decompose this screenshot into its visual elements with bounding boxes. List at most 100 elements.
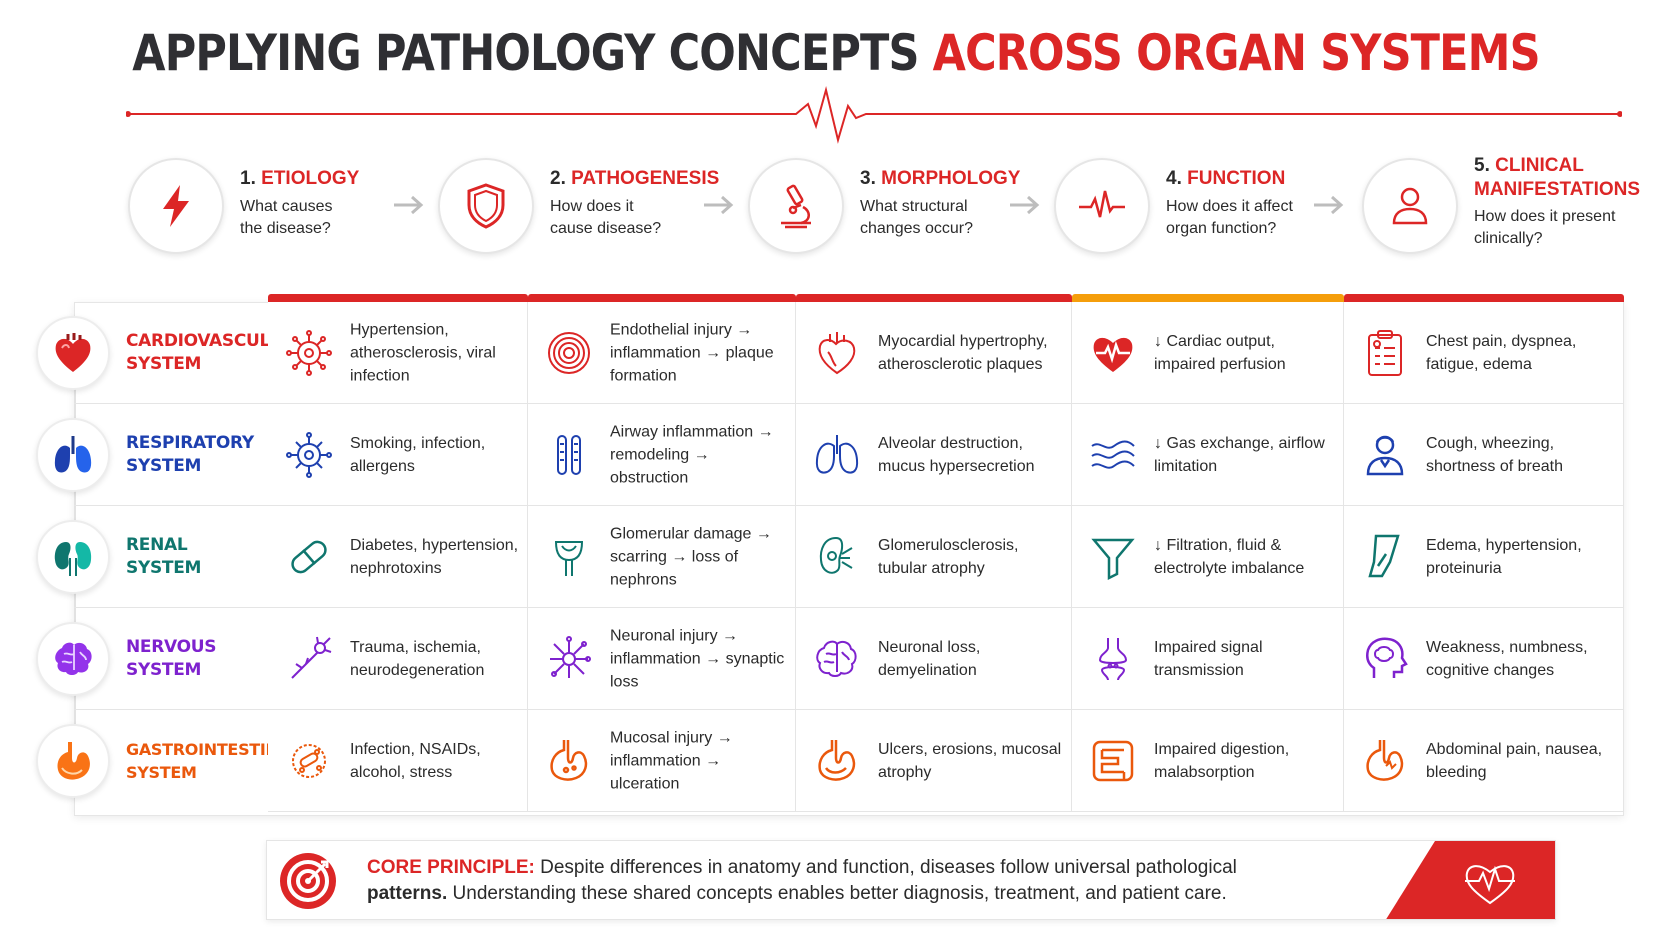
system-label: SYSTEM <box>126 557 202 578</box>
lungs-icon <box>36 417 110 492</box>
column-bar-pathogenesis <box>528 294 796 302</box>
cell-text: ↓ Cardiac output, impaired perfusion <box>1154 332 1286 373</box>
step-description: What structural changes occur? <box>860 198 973 237</box>
cell-text: Trauma, ischemia, neurodegeneration <box>350 638 485 679</box>
cell-etiology: Infection, NSAIDs, alcohol, stress <box>268 710 528 812</box>
bacteria-icon <box>284 736 334 786</box>
cell-pathogenesis: Endothelial injury → inflammation → plaq… <box>528 302 796 404</box>
heart-icon <box>36 315 110 390</box>
person-icon <box>1360 430 1410 480</box>
cell-morphology: Glomerulosclerosis, tubular atrophy <box>796 506 1072 608</box>
system-label: SYSTEM <box>126 455 202 476</box>
system-label: SYSTEM <box>126 353 202 374</box>
funnel-icon <box>1088 532 1138 582</box>
core-principle-box: CORE PRINCIPLE: Despite differences in a… <box>266 840 1556 920</box>
cell-clinical: Chest pain, dyspnea, fatigue, edema <box>1344 302 1624 404</box>
brain-icon <box>36 621 110 696</box>
cell-function: Impaired signal transmission <box>1072 608 1344 710</box>
kidney-outline-icon <box>812 532 862 582</box>
arrow-right-icon <box>1010 195 1040 215</box>
cell-etiology: Hypertension, atherosclerosis, viral inf… <box>268 302 528 404</box>
cell-function: Impaired digestion, malabsorption <box>1072 710 1344 812</box>
airway-icon <box>544 430 594 480</box>
cell-morphology: Ulcers, erosions, mucosal atrophy <box>796 710 1072 812</box>
cell-text: Abdominal pain, nausea, bleeding <box>1426 740 1603 781</box>
title-accent: ACROSS ORGAN SYSTEMS <box>932 24 1541 82</box>
arrow-right-icon <box>1314 195 1344 215</box>
cell-text: Ulcers, erosions, mucosal atrophy <box>878 740 1062 781</box>
cell-etiology: Diabetes, hypertension, nephrotoxins <box>268 506 528 608</box>
step-number: 4. <box>1166 168 1182 189</box>
cell-text: Hypertension, atherosclerosis, viral inf… <box>350 321 496 384</box>
cell-function: ↓ Gas exchange, airflow limitation <box>1072 404 1344 506</box>
core-text-2: Understanding these shared concepts enab… <box>447 883 1227 904</box>
step-number: 2. <box>550 168 566 189</box>
core-text-1: Despite differences in anatomy and funct… <box>534 857 1237 878</box>
step-number: 5. <box>1474 155 1490 176</box>
cell-morphology: Neuronal loss, demyelination <box>796 608 1072 710</box>
cell-etiology: Trauma, ischemia, neurodegeneration <box>268 608 528 710</box>
steps-row: 1. ETIOLOGY What causes the disease? 2. … <box>0 150 1672 270</box>
virus-icon <box>284 430 334 480</box>
brain-outline-icon <box>812 634 862 684</box>
cell-text: Impaired signal transmission <box>1154 638 1263 679</box>
arrow-right-icon <box>704 195 734 215</box>
stomach-pain-icon <box>1360 736 1410 786</box>
system-name: RESPIRATORY <box>126 432 254 453</box>
vessel-cross-section-icon <box>544 328 594 378</box>
cell-text: Mucosal injury → inflammation → ulcerati… <box>610 729 733 792</box>
stomach-outline-icon <box>812 736 862 786</box>
cell-text: Alveolar destruction, mucus hypersecreti… <box>878 434 1035 475</box>
stomach-icon <box>36 724 110 798</box>
step-number: 3. <box>860 168 876 189</box>
target-icon <box>280 853 336 909</box>
cell-text: Neuronal loss, demyelination <box>878 638 981 679</box>
cell-clinical: Abdominal pain, nausea, bleeding <box>1344 710 1624 812</box>
cell-text: Chest pain, dyspnea, fatigue, edema <box>1426 332 1577 373</box>
step-title: CLINICAL MANIFESTATIONS <box>1474 155 1641 200</box>
shield-icon <box>438 158 534 254</box>
system-label: SYSTEM <box>126 659 202 680</box>
column-bar-function <box>1072 294 1344 302</box>
airflow-icon <box>1088 430 1138 480</box>
step-description: What causes the disease? <box>240 198 333 237</box>
head-brain-icon <box>1360 634 1410 684</box>
system-name: NERVOUS <box>126 636 217 657</box>
cell-text: Glomerular damage → scarring → loss of n… <box>610 525 772 588</box>
cell-clinical: Edema, hypertension, proteinuria <box>1344 506 1624 608</box>
system-label: SYSTEM <box>126 763 197 782</box>
heart-pulse-icon <box>1088 328 1138 378</box>
cell-text: ↓ Filtration, fluid & electrolyte imbala… <box>1154 536 1305 577</box>
cell-text: Edema, hypertension, proteinuria <box>1426 536 1582 577</box>
cell-text: Glomerulosclerosis, tubular atrophy <box>878 536 1019 577</box>
clipboard-icon <box>1360 328 1410 378</box>
cell-pathogenesis: Mucosal injury → inflammation → ulcerati… <box>528 710 796 812</box>
step-title: ETIOLOGY <box>261 168 360 189</box>
cell-text: Infection, NSAIDs, alcohol, stress <box>350 740 481 781</box>
heart-pulse-banner-icon <box>1386 841 1555 919</box>
virus-icon <box>284 328 334 378</box>
neuron-icon <box>544 634 594 684</box>
cell-text: Myocardial hypertrophy, atherosclerotic … <box>878 332 1048 373</box>
system-name: CARDIOVASCULAR <box>126 330 296 351</box>
arrow-right-icon <box>394 195 424 215</box>
column-bar-morphology <box>796 294 1072 302</box>
cell-text: Airway inflammation → remodeling → obstr… <box>610 423 774 486</box>
cell-clinical: Weakness, numbness, cognitive changes <box>1344 608 1624 710</box>
cell-text: Smoking, infection, allergens <box>350 434 486 475</box>
synapse-icon <box>1088 634 1138 684</box>
step-number: 1. <box>240 168 256 189</box>
cell-text: Diabetes, hypertension, nephrotoxins <box>350 536 519 577</box>
lungs-outline-icon <box>812 430 862 480</box>
step-description: How does it cause disease? <box>550 198 662 237</box>
patient-icon <box>1362 158 1458 254</box>
cell-morphology: Alveolar destruction, mucus hypersecreti… <box>796 404 1072 506</box>
pill-icon <box>284 532 334 582</box>
swollen-leg-icon <box>1360 532 1410 582</box>
